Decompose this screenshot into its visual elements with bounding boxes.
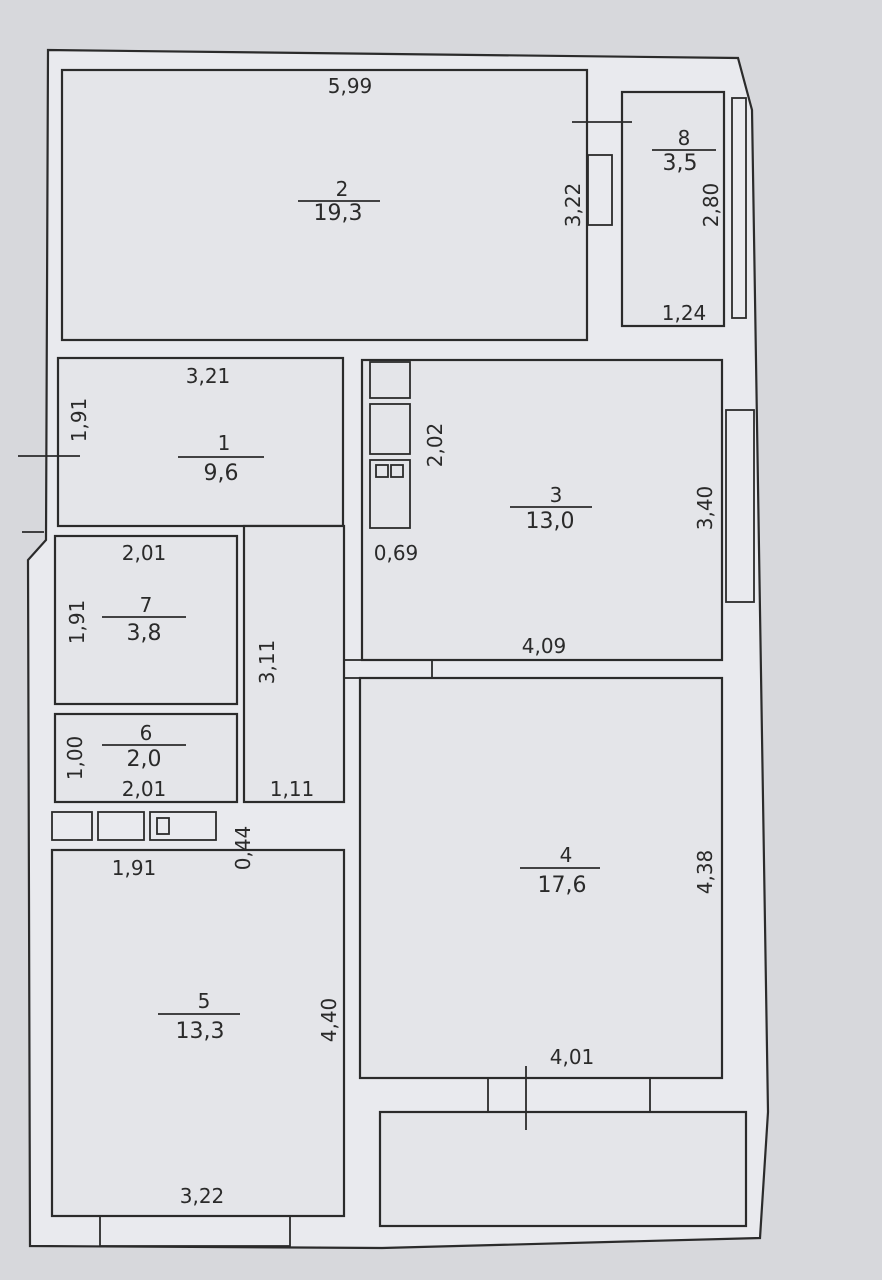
room-area: 19,3 xyxy=(314,201,363,226)
dimension-label: 0,69 xyxy=(374,541,419,565)
dimension-label: 3,40 xyxy=(693,486,717,531)
room-number: 4 xyxy=(560,843,573,867)
dimension-label: 2,80 xyxy=(699,183,723,228)
stove-burner xyxy=(375,464,389,478)
room-5 xyxy=(50,848,346,1218)
window-room-8 xyxy=(731,97,747,319)
dimension-label: 1,91 xyxy=(65,600,89,645)
dimension-label: 2,01 xyxy=(122,541,167,565)
room-6 xyxy=(53,712,239,804)
room-area: 3,5 xyxy=(663,151,698,176)
column-2-8 xyxy=(587,154,613,226)
shaft-unit xyxy=(149,811,217,841)
room-area: 13,3 xyxy=(176,1019,225,1044)
dimension-label: 1,00 xyxy=(63,736,87,781)
kitchen-stove xyxy=(369,459,411,529)
window-room-5 xyxy=(99,1215,291,1247)
room-2 xyxy=(60,68,589,342)
room-number: 1 xyxy=(218,431,231,455)
shaft-unit xyxy=(51,811,93,841)
room-label-6: 6 2,0 xyxy=(102,721,186,772)
dimension-label: 0,44 xyxy=(231,826,255,871)
dimension-label: 3,21 xyxy=(186,364,231,388)
room-1 xyxy=(56,356,345,528)
dimension-label: 2,01 xyxy=(122,777,167,801)
shaft-small xyxy=(156,817,170,835)
balcony-door xyxy=(487,1077,651,1113)
room-number: 6 xyxy=(140,721,153,745)
dimension-label: 3,11 xyxy=(255,640,279,685)
corridor xyxy=(242,524,346,804)
room-label-2: 2 19,3 xyxy=(298,177,380,226)
dimension-label: 4,40 xyxy=(317,998,341,1043)
room-area: 3,8 xyxy=(127,621,162,646)
room-label-4: 4 17,6 xyxy=(520,843,600,898)
stove-burner xyxy=(390,464,404,478)
kitchen-unit xyxy=(369,403,411,455)
dimension-label: 3,22 xyxy=(561,183,585,228)
room-number: 3 xyxy=(550,483,563,507)
window-room-3 xyxy=(725,409,755,603)
room-area: 13,0 xyxy=(526,509,575,534)
room-area: 17,6 xyxy=(538,873,587,898)
dimension-label: 4,38 xyxy=(693,850,717,895)
dimension-label: 3,22 xyxy=(180,1184,225,1208)
room-number: 5 xyxy=(198,989,211,1013)
room-number: 8 xyxy=(678,126,691,150)
room-4 xyxy=(358,676,724,1080)
balcony xyxy=(378,1110,748,1228)
room-number: 7 xyxy=(140,593,153,617)
room-label-1: 1 9,6 xyxy=(178,431,264,486)
kitchen-unit xyxy=(369,361,411,399)
room-label-7: 7 3,8 xyxy=(102,593,186,646)
room-7 xyxy=(53,534,239,706)
dimension-label: 5,99 xyxy=(328,74,373,98)
room-3 xyxy=(360,358,724,662)
room-label-8: 8 3,5 xyxy=(652,126,716,176)
room-area: 2,0 xyxy=(127,747,162,772)
room-area: 9,6 xyxy=(204,461,239,486)
dimension-label: 1,11 xyxy=(270,777,315,801)
room-number: 2 xyxy=(336,177,349,201)
shaft-unit xyxy=(97,811,145,841)
dimension-label: 4,09 xyxy=(522,634,567,658)
dimension-label: 1,24 xyxy=(662,301,707,325)
room-label-3: 3 13,0 xyxy=(510,483,592,534)
dimension-label: 2,02 xyxy=(423,423,447,468)
dimension-label: 1,91 xyxy=(67,398,91,443)
room-8 xyxy=(620,90,726,328)
dimension-label: 4,01 xyxy=(550,1045,595,1069)
dimension-label: 1,91 xyxy=(112,856,157,880)
room-label-5: 5 13,3 xyxy=(158,989,240,1044)
